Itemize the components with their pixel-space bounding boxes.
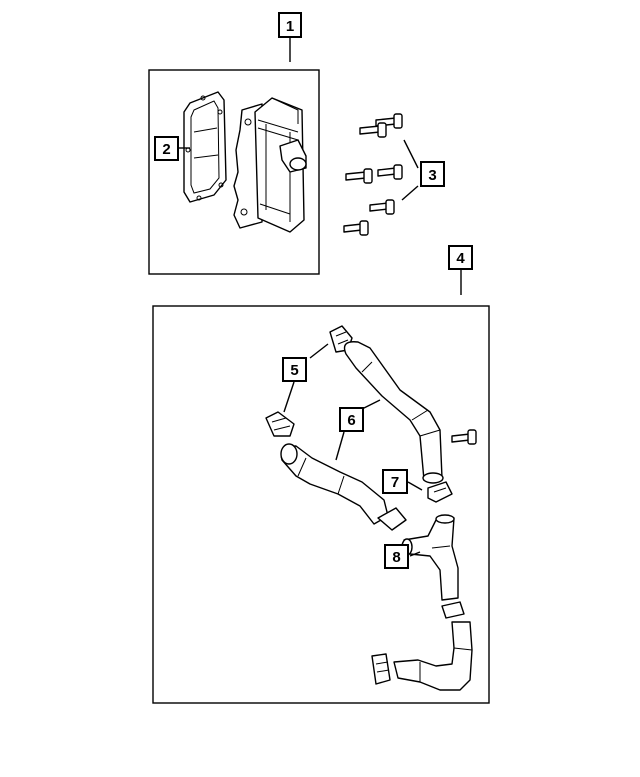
callout-1: 1	[278, 12, 302, 38]
hose-clamp	[371, 653, 391, 685]
bolt	[369, 199, 395, 215]
oil-cooler-assembly-frame	[148, 69, 320, 275]
hose-clamp	[377, 507, 407, 531]
leader-line-8	[409, 551, 421, 557]
leader-line-7	[407, 481, 423, 491]
callout-4: 4	[448, 245, 473, 270]
clamp	[441, 601, 465, 619]
bolt	[359, 122, 387, 138]
leader-line-3a	[403, 139, 419, 169]
upper-coolant-hose	[343, 341, 444, 484]
clamp	[427, 481, 453, 503]
bolt	[377, 164, 403, 180]
callout-5: 5	[282, 357, 307, 382]
oil-cooler	[233, 97, 307, 233]
tee-fitting	[401, 514, 459, 601]
callout-2-label: 2	[162, 141, 170, 158]
leader-line-5b	[283, 381, 295, 413]
callout-3-label: 3	[428, 167, 436, 184]
gasket	[183, 91, 227, 203]
callout-4-label: 4	[456, 250, 465, 267]
bolts	[343, 113, 403, 236]
callout-7-label: 7	[391, 474, 399, 491]
leader-line-5a	[309, 343, 329, 359]
callout-6-label: 6	[347, 412, 355, 429]
coolant-hose	[280, 443, 407, 531]
callout-7: 7	[382, 469, 408, 494]
bolt	[345, 168, 373, 184]
callout-8: 8	[384, 544, 409, 569]
callout-1-label: 1	[286, 18, 294, 35]
callout-2: 2	[154, 136, 179, 161]
callout-5-label: 5	[290, 362, 298, 379]
callout-8-label: 8	[392, 549, 400, 566]
bolt	[451, 429, 477, 445]
lower-coolant-hose	[371, 621, 473, 691]
hose-assembly-frame	[152, 305, 490, 704]
leader-line-6b	[335, 431, 345, 461]
leader-line-3b	[401, 185, 419, 201]
hose-clamp	[265, 411, 295, 437]
bolt	[343, 220, 369, 236]
callout-6: 6	[339, 407, 364, 432]
callout-3: 3	[420, 161, 445, 187]
